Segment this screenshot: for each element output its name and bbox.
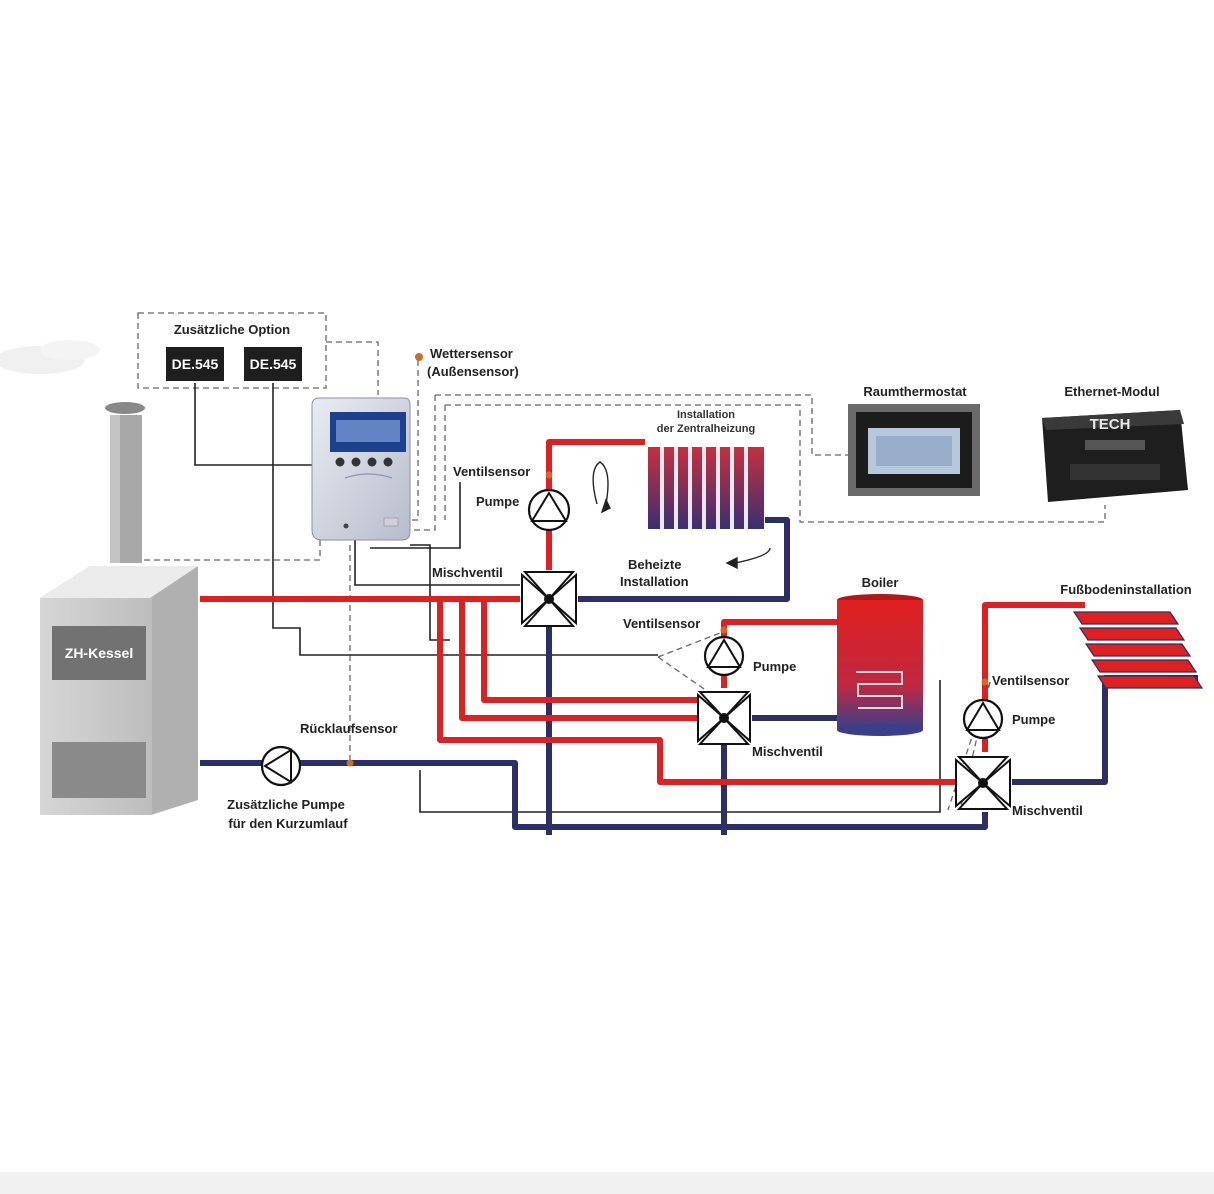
floor-heating-panel — [1072, 611, 1204, 689]
ethernet-module: Ethernet-Modul TECH — [1042, 384, 1188, 502]
room-thermostat-label: Raumthermostat — [863, 384, 967, 399]
return-sensor-label: Rücklaufsensor — [300, 721, 398, 736]
valve-sensor-1-icon — [545, 471, 553, 479]
pump-2-label: Pumpe — [753, 659, 796, 674]
valve-sensor-3-icon — [981, 678, 989, 686]
ethernet-brand-logo: TECH — [1090, 416, 1131, 433]
controller-button — [383, 457, 393, 467]
mixing-valve-1 — [521, 571, 577, 627]
valve-sensor-1-label: Ventilsensor — [453, 464, 530, 479]
pump-2 — [703, 635, 745, 677]
room-thermostat: Raumthermostat — [848, 384, 980, 496]
valve-sensor-3-label: Ventilsensor — [992, 673, 1069, 688]
pump-1 — [527, 488, 571, 532]
smoke-cloud — [0, 340, 100, 374]
optional-modules: Zusätzliche Option DE.545 DE.545 — [166, 322, 302, 381]
ch-boiler: ZH-Kessel — [40, 566, 198, 815]
module-1-label: DE.545 — [172, 356, 219, 372]
supply-pipes — [200, 439, 1085, 785]
optional-box — [137, 312, 327, 389]
circulation-arrow-icon — [592, 461, 771, 570]
radiator — [648, 447, 764, 529]
ch-boiler-label: ZH-Kessel — [65, 645, 133, 661]
extra-pump-label-2: für den Kurzumlauf — [228, 816, 348, 831]
chimney — [105, 402, 145, 563]
weather-sensor-icon — [415, 353, 423, 361]
controller-button — [351, 457, 361, 467]
hot-water-tank: Boiler — [837, 575, 923, 736]
bottom-strip — [0, 1172, 1214, 1194]
heated-install-label-2: Installation — [620, 574, 689, 589]
mixing-valve-1-label: Mischventil — [432, 565, 503, 580]
controller-button — [367, 457, 377, 467]
controller-unit — [311, 397, 411, 541]
module-de545-2 — [244, 347, 302, 381]
valve-sensor-2-label: Ventilsensor — [623, 616, 700, 631]
floor-install-label: Fußbodeninstallation — [1060, 582, 1191, 597]
ethernet-module-label: Ethernet-Modul — [1064, 384, 1159, 399]
sensor-dots — [346, 471, 989, 767]
module-2-label: DE.545 — [250, 356, 297, 372]
boiler-label: Boiler — [862, 575, 899, 590]
weather-sensor-label-1: Wettersensor — [430, 346, 513, 361]
mixing-valve-3 — [955, 756, 1011, 810]
heating-install-label-2: der Zentralheizung — [657, 423, 755, 435]
extra-pump — [260, 745, 302, 787]
mixing-valve-2-label: Mischventil — [752, 744, 823, 759]
extra-pump-label-1: Zusätzliche Pumpe — [227, 797, 345, 812]
controller-button — [335, 457, 345, 467]
mixing-valve-2 — [697, 691, 751, 745]
pump-3-label: Pumpe — [1012, 712, 1055, 727]
module-de545-1 — [166, 347, 224, 381]
optional-box-title: Zusätzliche Option — [174, 322, 290, 337]
valve-sensor-2-icon — [720, 626, 728, 634]
return-sensor-icon — [346, 759, 354, 767]
weather-sensor-label-2: (Außensensor) — [427, 364, 519, 379]
heated-install-label-1: Beheizte — [628, 557, 681, 572]
heating-install-label-1: Installation — [677, 409, 735, 421]
mixing-valve-3-label: Mischventil — [1012, 803, 1083, 818]
pump-3 — [962, 698, 1004, 740]
pump-1-label: Pumpe — [476, 494, 519, 509]
